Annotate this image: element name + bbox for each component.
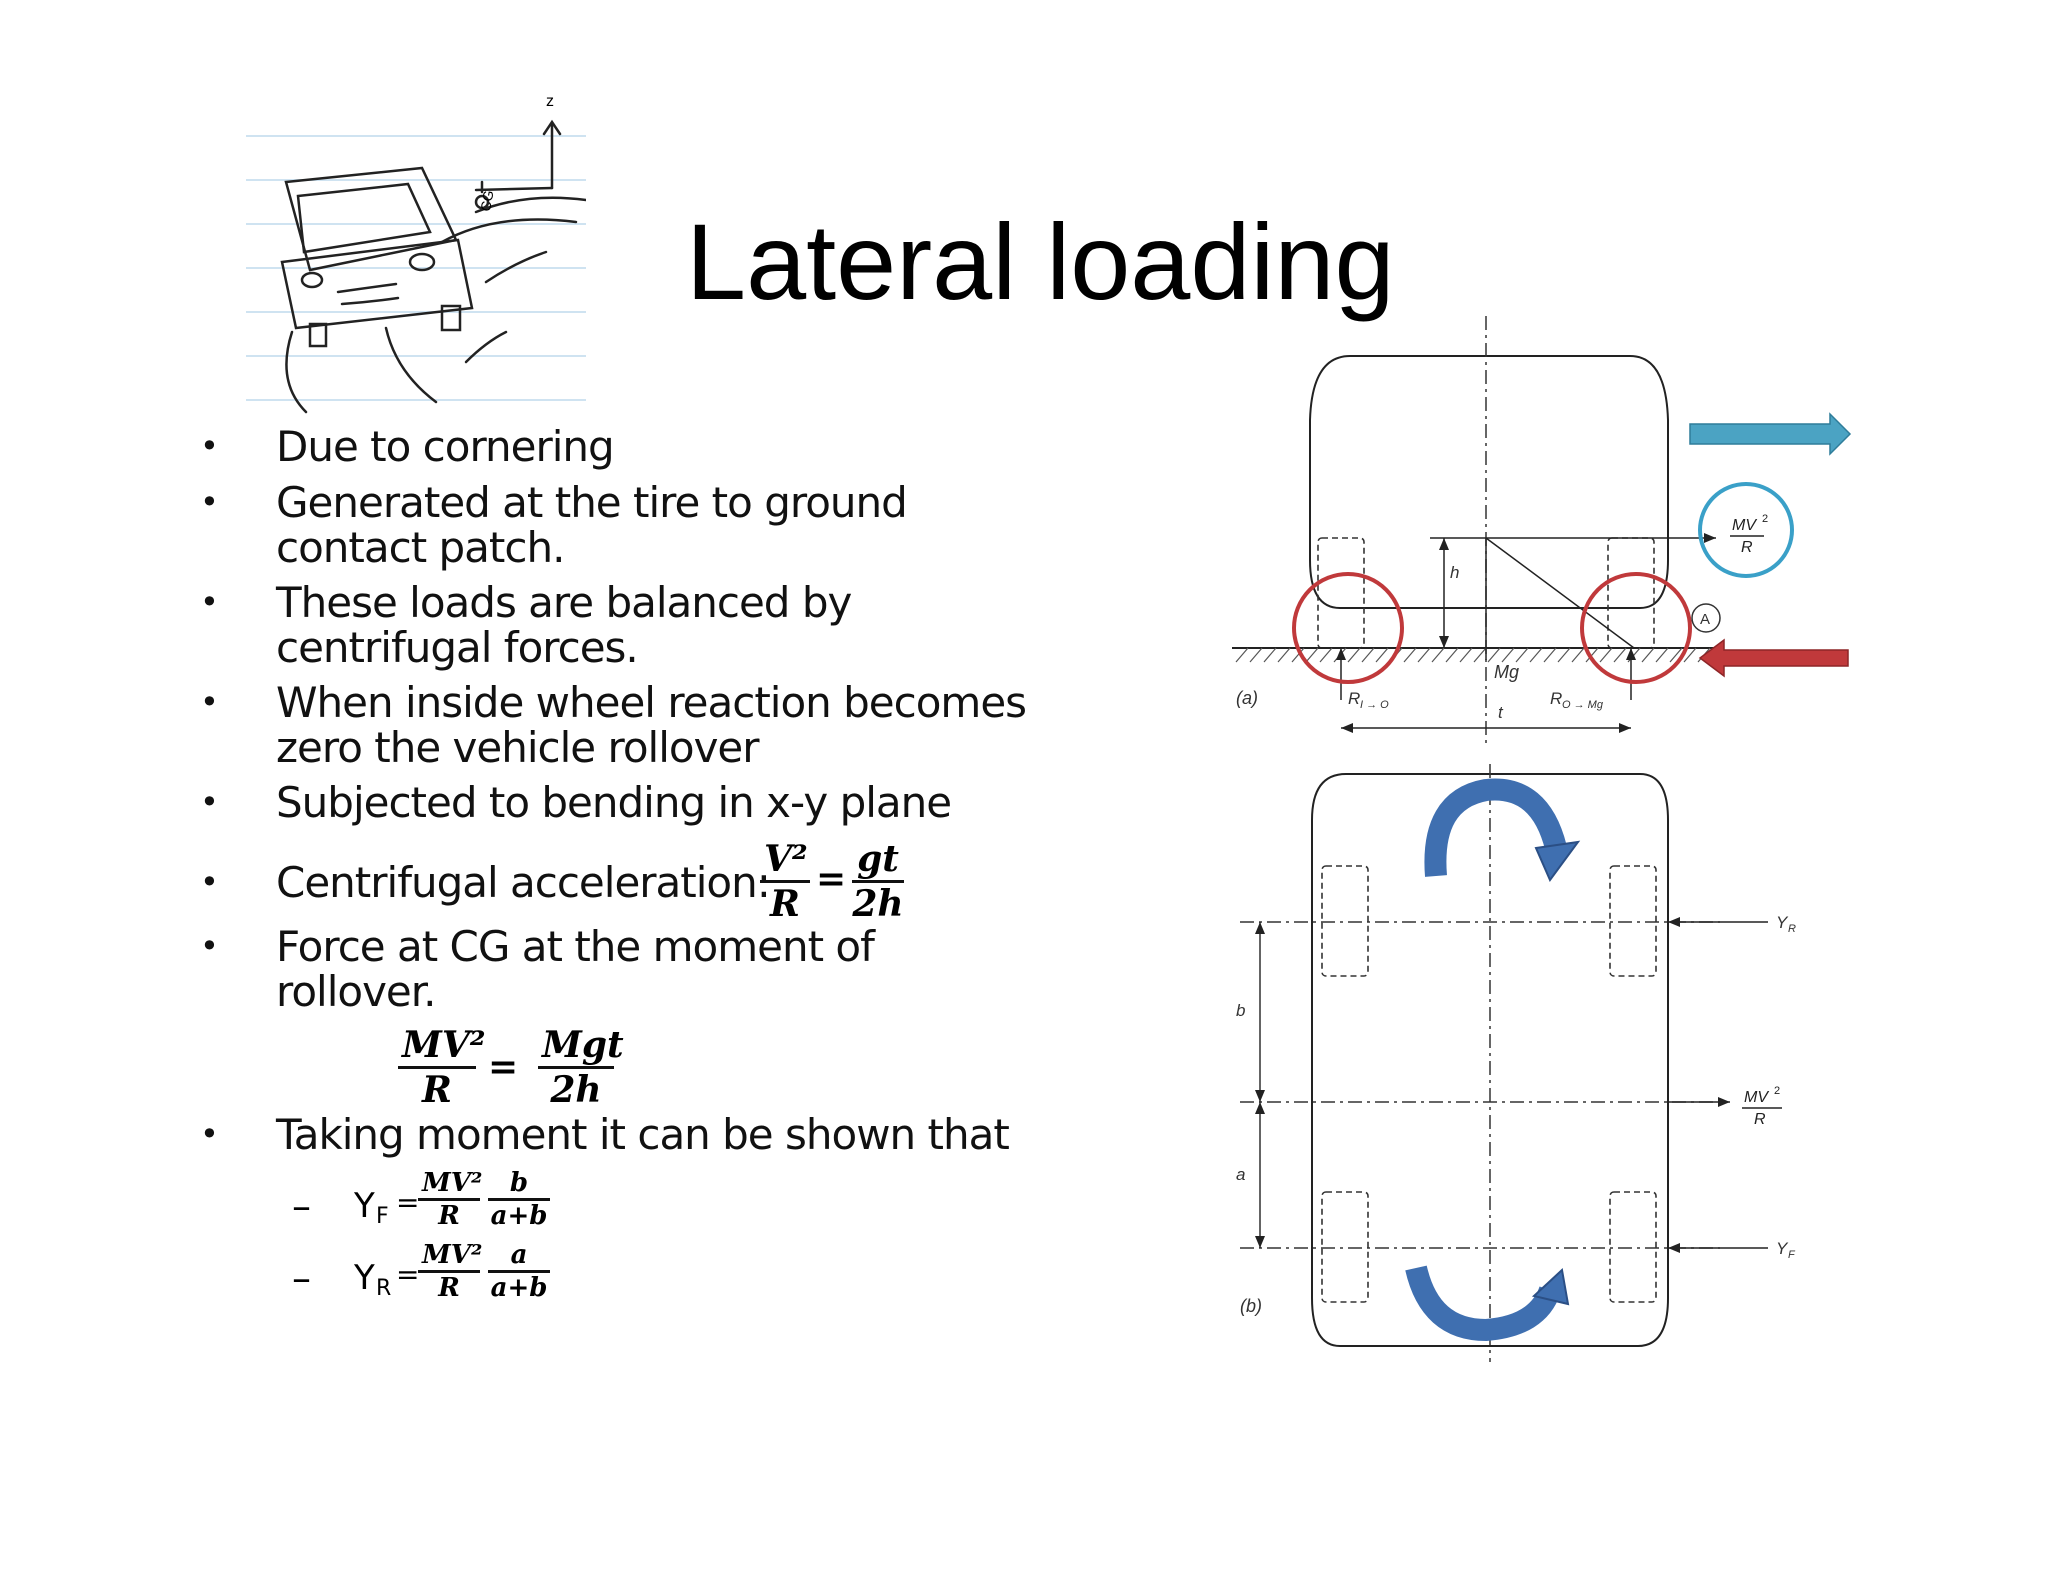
bullet-text: Subjected to bending in x-y plane xyxy=(276,778,952,827)
yr-equation: – Y R = MV² R a a+b xyxy=(292,1240,592,1310)
bullet-icon: • xyxy=(200,583,219,621)
equation-term: MV² xyxy=(398,1024,486,1069)
force-exponent: 2 xyxy=(1762,513,1768,525)
bullet-icon: • xyxy=(200,927,219,965)
page-title: Lateral loading xyxy=(686,201,1395,322)
equation-term: 2h xyxy=(550,1069,602,1111)
front-moment-arrow-icon xyxy=(1424,778,1567,877)
equation-label: Y xyxy=(354,1258,375,1298)
yf-subscript: F xyxy=(1788,1249,1796,1261)
equation-term: R xyxy=(770,883,800,925)
equals-sign: = xyxy=(396,1186,420,1219)
equation-term: b xyxy=(488,1168,550,1201)
bullet-icon: • xyxy=(200,427,219,465)
outer-reaction-label: R xyxy=(1550,689,1562,708)
force-denominator: R xyxy=(1754,1111,1766,1128)
diagram-a-label: (a) xyxy=(1236,688,1258,708)
equation-term: MV² xyxy=(418,1168,482,1201)
equals-sign: = xyxy=(396,1258,420,1291)
bullet-text: centrifugal forces. xyxy=(276,623,639,672)
ground-reaction-arrow-icon xyxy=(1698,638,1849,678)
equation-label: Y xyxy=(354,1186,375,1226)
equals-sign: = xyxy=(816,858,847,900)
force-numerator: MV xyxy=(1732,517,1757,534)
bullet-icon: • xyxy=(200,683,219,721)
bullet-text: Due to cornering xyxy=(276,422,615,471)
equation-term: V² xyxy=(760,838,810,883)
equation-term: R xyxy=(438,1273,460,1303)
yr-label: Y xyxy=(1776,913,1789,932)
bullet-text: contact patch. xyxy=(276,523,565,572)
equation-term: R xyxy=(422,1069,452,1111)
outer-reaction-subscript: O → Mg xyxy=(1562,699,1604,711)
equation-term: gt xyxy=(852,838,904,883)
force-numerator: MV xyxy=(1744,1089,1769,1106)
dash-icon: – xyxy=(292,1256,311,1300)
equation-term: Mgt xyxy=(538,1024,624,1069)
car-sketch-illustration: z CG xyxy=(246,93,586,414)
equation-subscript: F xyxy=(376,1204,389,1229)
rear-view-diagram: (a) h Mg t R I → O R O → Mg A MV 2 R xyxy=(1232,316,1852,748)
height-label: h xyxy=(1450,563,1459,582)
bullet-icon: • xyxy=(200,1115,219,1153)
equation-term: a+b xyxy=(490,1201,548,1231)
bullet-text: Force at CG at the moment of xyxy=(276,922,875,971)
bullet-icon: • xyxy=(200,863,219,901)
bullet-text: rollover. xyxy=(276,967,437,1016)
inner-wheel-highlight xyxy=(1292,572,1404,684)
bullet-text: These loads are balanced by xyxy=(276,578,852,627)
dash-icon: – xyxy=(292,1184,311,1228)
sketch-cg-label: CG xyxy=(477,189,496,212)
yf-equation: – Y F = MV² R b a+b xyxy=(292,1168,592,1238)
bullet-icon: • xyxy=(200,483,219,521)
track-width-label: t xyxy=(1498,703,1504,722)
equation-term: a+b xyxy=(490,1273,548,1303)
equation-term: a xyxy=(488,1240,550,1273)
bullet-text: Centrifugal acceleration: xyxy=(276,858,771,907)
force-denominator: R xyxy=(1741,539,1753,556)
rear-moment-arrow-icon xyxy=(1405,1265,1561,1342)
inner-reaction-label: R xyxy=(1348,689,1360,708)
bullet-icon: • xyxy=(200,783,219,821)
equation-term: R xyxy=(438,1201,460,1231)
bullet-text: Taking moment it can be shown that xyxy=(276,1110,1010,1159)
front-distance-label: b xyxy=(1236,1001,1245,1020)
equation-subscript: R xyxy=(376,1276,392,1301)
force-exponent: 2 xyxy=(1774,1085,1780,1097)
centrifugal-force-highlight xyxy=(1698,482,1794,578)
outer-wheel-highlight xyxy=(1580,572,1692,684)
top-view-diagram: (b) b a Y R Y F MV 2 R xyxy=(1236,764,1796,1362)
bullet-text: zero the vehicle rollover xyxy=(276,723,760,772)
lateral-direction-arrow-icon xyxy=(1689,412,1852,456)
equation-term: 2h xyxy=(852,883,904,925)
equals-sign: = xyxy=(488,1046,519,1088)
bullet-text: Generated at the tire to ground xyxy=(276,478,908,527)
rear-distance-label: a xyxy=(1236,1165,1245,1184)
weight-label: Mg xyxy=(1494,662,1519,682)
diagram-b-label: (b) xyxy=(1240,1296,1262,1316)
sketch-axis-label: z xyxy=(546,93,554,110)
yr-subscript: R xyxy=(1788,923,1796,935)
inner-reaction-subscript: I → O xyxy=(1360,699,1389,711)
equation-term: MV² xyxy=(418,1240,482,1273)
yf-label: Y xyxy=(1776,1239,1789,1258)
bullet-text: When inside wheel reaction becomes xyxy=(276,678,1027,727)
point-a-label: A xyxy=(1700,611,1710,628)
